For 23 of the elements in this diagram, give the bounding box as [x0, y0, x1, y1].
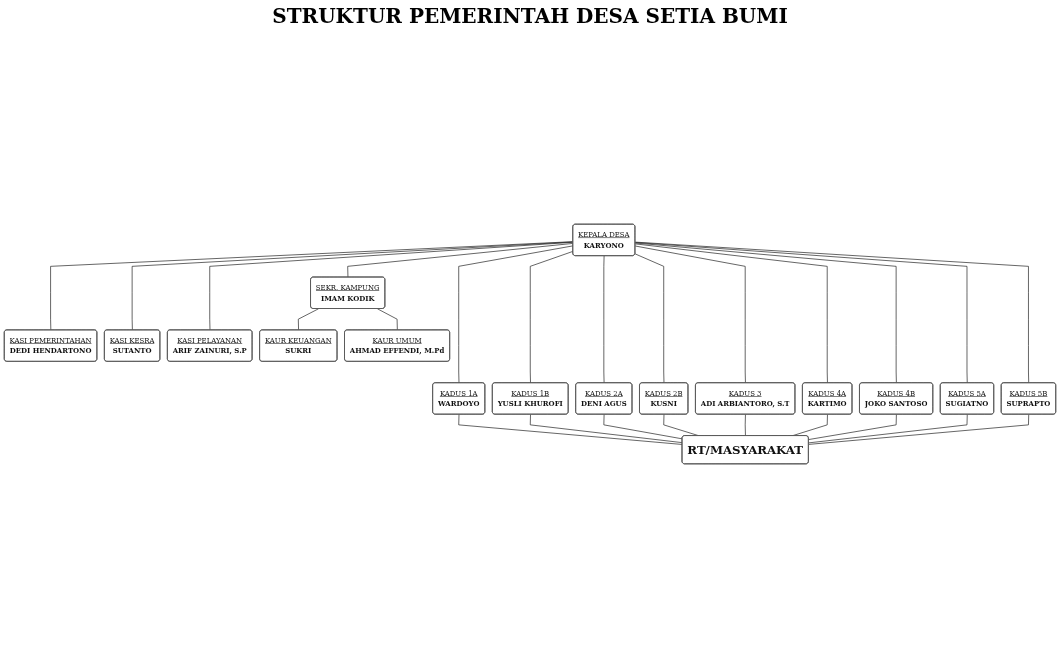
connector [209, 241, 574, 331]
connector [603, 414, 683, 440]
connector [458, 414, 683, 445]
connector [131, 241, 574, 331]
connector [634, 242, 968, 384]
connector [603, 255, 605, 384]
connector [297, 308, 319, 331]
connector [458, 245, 574, 384]
connector [347, 243, 574, 278]
connector [634, 253, 665, 384]
connector [529, 414, 683, 443]
connector [808, 414, 968, 444]
connector [808, 414, 1030, 445]
connector [377, 308, 398, 331]
connector [50, 241, 574, 331]
connector [634, 245, 746, 384]
connector [529, 251, 574, 384]
connector [744, 414, 746, 437]
connector [808, 414, 897, 440]
connector [634, 241, 1030, 384]
connector [634, 242, 897, 384]
connector [634, 243, 828, 384]
diagram-title: STRUKTUR PEMERINTAH DESA SETIA BUMI [272, 4, 788, 28]
